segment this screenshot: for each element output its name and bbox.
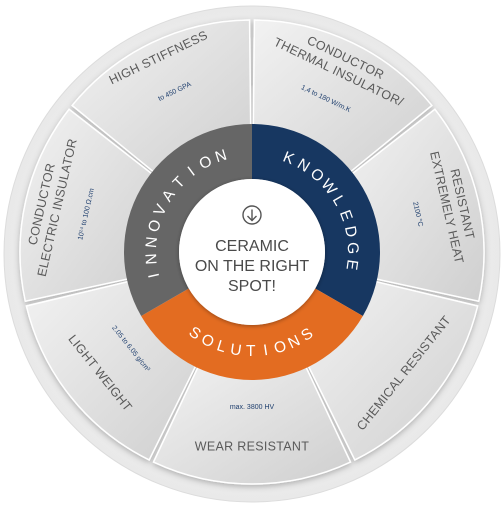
svg-text:U: U bbox=[229, 341, 245, 360]
svg-text:N: N bbox=[213, 146, 231, 166]
center-circle bbox=[179, 179, 325, 325]
svg-text:E: E bbox=[336, 208, 356, 226]
center-line-2: ON THE RIGHT bbox=[195, 258, 310, 275]
segment-title: WEAR RESISTANT bbox=[195, 439, 309, 453]
svg-text:I: I bbox=[262, 342, 271, 360]
svg-text:O: O bbox=[196, 151, 217, 173]
svg-text:N: N bbox=[143, 250, 161, 265]
svg-text:D: D bbox=[341, 224, 360, 241]
innovation-arc[interactable] bbox=[124, 124, 252, 316]
core-ring bbox=[124, 124, 380, 380]
svg-text:E: E bbox=[342, 258, 361, 273]
solutions-arc[interactable] bbox=[141, 288, 363, 381]
svg-text:O: O bbox=[272, 337, 291, 358]
svg-text:L: L bbox=[215, 337, 231, 357]
svg-text:N: N bbox=[285, 331, 305, 352]
svg-text:K: K bbox=[280, 149, 298, 170]
svg-text:G: G bbox=[344, 242, 361, 257]
svg-text:T: T bbox=[246, 343, 258, 360]
svg-text:O: O bbox=[198, 331, 219, 353]
knowledge-arc[interactable] bbox=[252, 124, 380, 316]
center-line-1: CERAMIC bbox=[215, 238, 289, 255]
down-arrow-circle-icon[interactable] bbox=[242, 205, 262, 225]
svg-text:O: O bbox=[145, 215, 165, 234]
svg-text:N: N bbox=[143, 233, 161, 248]
center-line-3: SPOT! bbox=[228, 278, 276, 295]
segment-value: max. 3800 HV bbox=[230, 404, 275, 411]
svg-text:I: I bbox=[145, 269, 163, 279]
